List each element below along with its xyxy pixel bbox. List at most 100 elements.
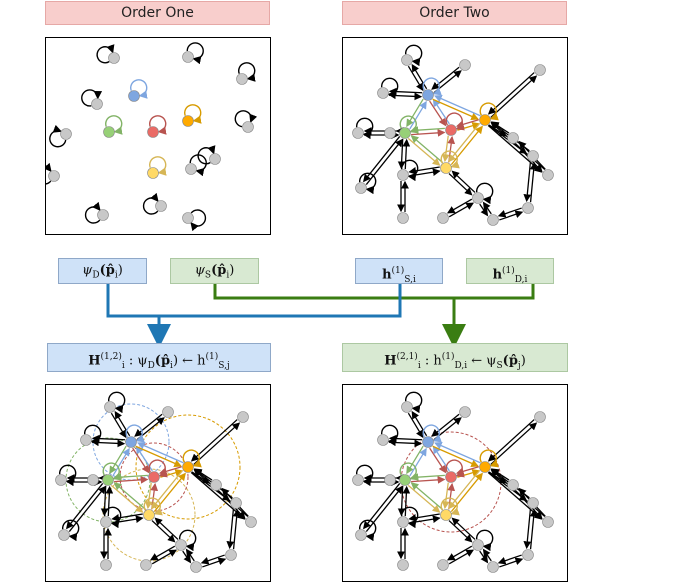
grey-node <box>472 539 484 551</box>
grey-node <box>401 54 413 66</box>
grey-node <box>377 434 389 446</box>
self-loop-edge <box>81 89 103 107</box>
red-node <box>147 126 159 138</box>
grey-node <box>352 127 364 139</box>
self-loop-edge <box>149 156 167 176</box>
edge <box>411 128 446 137</box>
order-one-graph-panel <box>45 37 271 235</box>
self-loop-edge <box>356 464 374 487</box>
edge <box>434 95 481 117</box>
edge <box>429 447 447 474</box>
self-loop-edge <box>148 459 168 478</box>
self-loop-edge <box>96 44 115 64</box>
self-loop-edge <box>142 192 159 215</box>
edge <box>411 410 428 437</box>
edge <box>529 508 538 550</box>
self-loop-edge <box>422 77 442 96</box>
psi-d-label: ψD(p̂i) <box>58 258 147 284</box>
edge <box>232 508 241 550</box>
h-d-label: h(1)D,i <box>466 258 554 285</box>
o-colored-node <box>479 114 491 126</box>
blue-node <box>128 90 140 102</box>
self-loop-edge <box>186 42 204 65</box>
edge <box>448 549 475 565</box>
edge <box>365 138 404 185</box>
edge <box>411 63 428 90</box>
b-colored-node <box>422 436 434 448</box>
grey-node <box>80 434 92 446</box>
self-loop-edge <box>356 117 374 140</box>
edge <box>434 442 481 464</box>
edge <box>488 471 508 484</box>
self-loop-edge <box>445 459 465 478</box>
edge <box>226 508 235 550</box>
o-colored-node <box>479 461 491 473</box>
edge <box>487 419 535 462</box>
edge <box>114 410 131 437</box>
self-loop-edge <box>238 62 256 82</box>
edge <box>450 472 483 513</box>
edge <box>409 100 427 130</box>
edge <box>448 173 473 196</box>
grey-node <box>377 87 389 99</box>
edge <box>151 520 176 543</box>
edge <box>151 549 178 565</box>
grey-node <box>542 516 554 528</box>
self-loop-edge <box>189 154 207 177</box>
self-loop-edge <box>182 449 202 468</box>
grey-node <box>527 150 539 162</box>
grey-node <box>507 479 519 491</box>
grey-node <box>355 182 367 194</box>
self-loop-edge <box>104 506 122 529</box>
green-connector <box>213 283 535 300</box>
self-loop-edge <box>422 424 442 443</box>
y-colored-node <box>143 509 155 521</box>
edge <box>111 513 143 522</box>
self-loop-edge <box>381 77 399 100</box>
edge <box>479 203 489 217</box>
grey-node <box>397 212 409 224</box>
grey-node <box>58 529 70 541</box>
grey-node <box>352 474 364 486</box>
edge <box>410 135 444 164</box>
grey-node <box>108 52 120 64</box>
edge <box>488 124 508 137</box>
r-colored-node <box>445 471 457 483</box>
order-two-graph-panel <box>342 37 568 235</box>
grey-node <box>140 559 152 571</box>
grey-node <box>522 202 534 214</box>
edge <box>497 554 522 565</box>
edge <box>448 122 481 163</box>
self-loop-edge <box>405 44 423 67</box>
edge <box>409 447 427 477</box>
edge <box>137 442 184 464</box>
grey-node <box>48 170 60 182</box>
grey-node <box>209 153 221 165</box>
edge <box>110 412 127 439</box>
grey-node <box>437 212 449 224</box>
edge <box>407 412 424 439</box>
edge <box>153 472 186 513</box>
edge <box>411 475 446 484</box>
grey-node <box>401 401 413 413</box>
b-colored-node <box>125 436 137 448</box>
edge <box>410 482 444 511</box>
self-loop-edge <box>476 529 494 552</box>
grey-node <box>55 474 67 486</box>
edge <box>448 520 473 543</box>
self-loop-edge <box>143 497 163 516</box>
self-loop-edge <box>401 506 419 529</box>
grey-node <box>384 474 396 486</box>
edge <box>429 100 447 127</box>
self-loop-edge <box>130 79 148 99</box>
edge <box>112 447 130 477</box>
self-loop-edge <box>401 159 419 182</box>
self-loop-edge <box>105 115 123 135</box>
h12-graph-panel <box>45 384 271 582</box>
edge <box>448 202 475 218</box>
edge <box>151 469 184 510</box>
self-loop-edge <box>62 519 80 542</box>
orange-node <box>182 115 194 127</box>
yellow-node <box>147 167 159 179</box>
